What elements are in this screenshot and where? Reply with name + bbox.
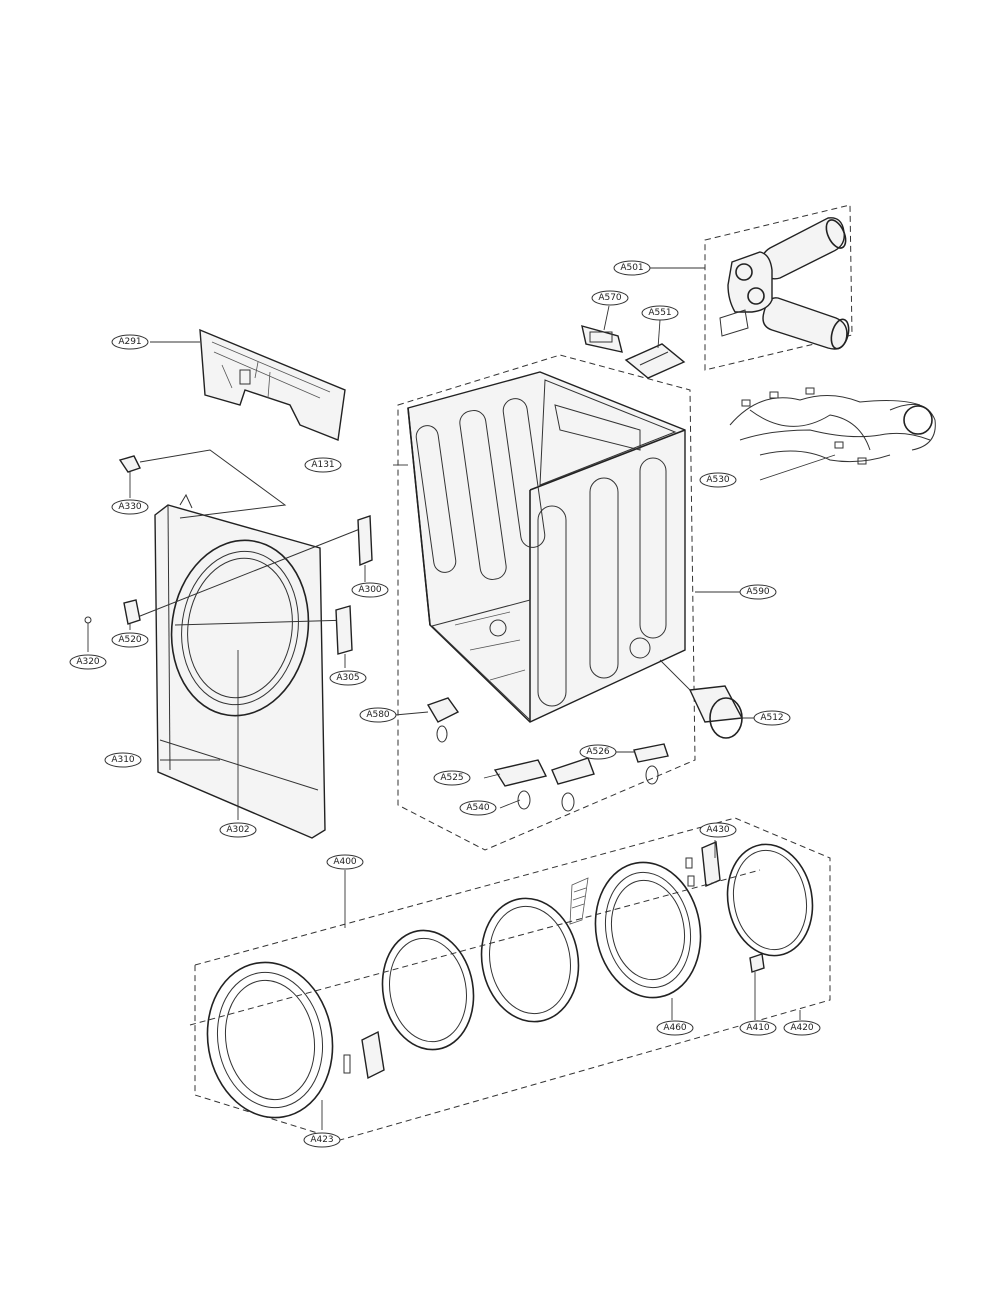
callout-label: A570 — [598, 293, 622, 303]
callout-a300: A300 — [351, 582, 389, 598]
callout-a310: A310 — [104, 752, 142, 768]
callout-label: A310 — [111, 755, 135, 765]
callout-label: A291 — [118, 337, 141, 347]
callout-label: A430 — [706, 825, 730, 835]
callout-label: A410 — [746, 1023, 770, 1033]
callout-a330: A330 — [111, 499, 149, 515]
valve-assembly-group — [650, 204, 853, 371]
callout-label: A423 — [310, 1135, 333, 1145]
callout-a420: A420 — [783, 1020, 821, 1036]
callout-a320: A320 — [69, 654, 107, 670]
callout-label: A540 — [466, 803, 490, 813]
callout-a580: A580 — [359, 707, 397, 723]
bracket-parts-group — [581, 305, 686, 379]
callout-a460: A460 — [656, 1020, 694, 1036]
front-panel-group — [129, 493, 371, 839]
door-assembly-group — [189, 817, 831, 1141]
callout-label: A460 — [663, 1023, 687, 1033]
callout-label: A520 — [118, 635, 142, 645]
callout-label: A512 — [760, 713, 783, 723]
callout-a570: A570 — [591, 290, 629, 306]
callout-a430: A430 — [699, 822, 737, 838]
callout-a291: A291 — [111, 334, 149, 350]
callout-label: A400 — [333, 857, 357, 867]
callout-label: A530 — [706, 475, 730, 485]
callout-label: A580 — [366, 710, 390, 720]
callout-label: A330 — [118, 502, 142, 512]
callout-label: A526 — [586, 747, 610, 757]
callout-a530: A530 — [699, 472, 737, 488]
callout-a551: A551 — [641, 305, 679, 321]
callout-label: A420 — [790, 1023, 814, 1033]
top-panel-group — [150, 328, 346, 441]
callout-label: A300 — [358, 585, 382, 595]
callout-a512: A512 — [753, 710, 791, 726]
latch-group — [335, 515, 373, 668]
callout-a305: A305 — [329, 670, 367, 686]
callout-a501: A501 — [613, 260, 651, 276]
callout-a526: A526 — [579, 744, 617, 760]
duct-part-group — [659, 659, 760, 739]
switch-parts-group — [84, 599, 141, 652]
callout-label: A320 — [76, 657, 100, 667]
callout-a590: A590 — [739, 584, 777, 600]
callout-label: A590 — [746, 587, 770, 597]
callout-a540: A540 — [459, 800, 497, 816]
callout-label: A501 — [620, 263, 643, 273]
callout-a423: A423 — [303, 1132, 341, 1148]
wire-harness-group — [729, 387, 936, 481]
callout-a302: A302 — [219, 822, 257, 838]
callout-a131: A131 — [304, 457, 342, 473]
callout-label: A302 — [226, 825, 249, 835]
callout-a410: A410 — [739, 1020, 777, 1036]
feet-group — [394, 697, 669, 812]
callout-label: A305 — [336, 673, 359, 683]
clip-group — [118, 449, 287, 519]
callout-label: A131 — [311, 460, 334, 470]
callout-a525: A525 — [433, 770, 471, 786]
callout-a520-left: A520 — [111, 632, 149, 648]
callout-a400: A400 — [326, 854, 364, 870]
cabinet-group — [393, 354, 745, 851]
callout-label: A551 — [648, 308, 671, 318]
callout-label: A525 — [440, 773, 463, 783]
